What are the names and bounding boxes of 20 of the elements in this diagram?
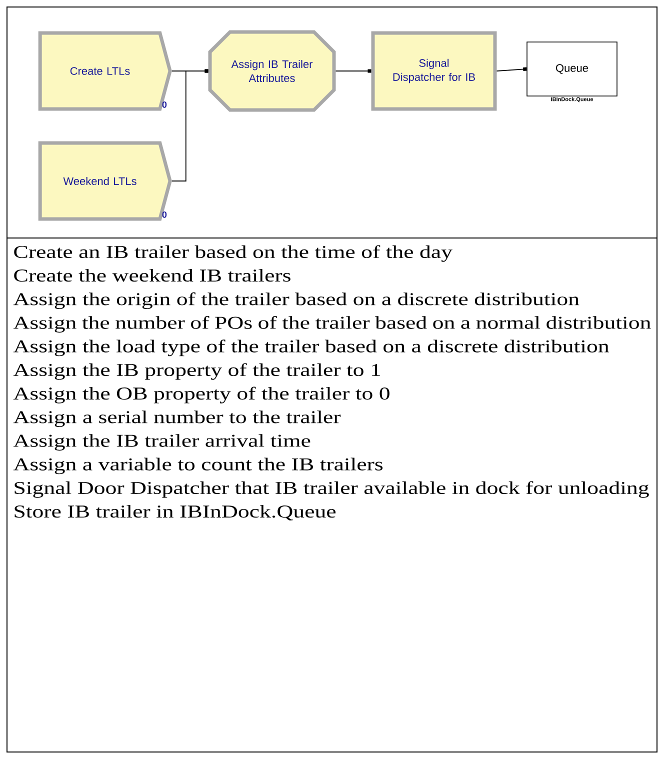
connector xyxy=(171,69,208,182)
description-text: Assign a serial number to the trailer xyxy=(13,410,341,427)
queue-module: Queue xyxy=(526,42,618,96)
description-text: Create the weekend IB trailers xyxy=(14,268,290,282)
assign-module: Assign IB Trailer Attributes xyxy=(208,30,336,112)
description-text: Assign the IB trailer arrival time xyxy=(13,434,310,451)
description-text: Store IB trailer in IBInDock.Queue xyxy=(14,504,336,520)
counter-value: 0 xyxy=(162,101,167,108)
description-text: Assign the number of POs of the trailer based on a normal distribution xyxy=(13,316,651,333)
description-text: Assign the load type of the trailer based on a discrete distribution xyxy=(13,340,610,356)
description-text: Assign the IB property of the trailer to 1 xyxy=(13,363,380,380)
connector xyxy=(335,69,372,73)
description-text: Signal Door Dispatcher that IB trailer available in dock for unloading xyxy=(14,481,649,498)
description-text: Create an IB trailer based on the time of the day xyxy=(14,245,452,262)
counter-value: 0 xyxy=(162,211,167,218)
description-text: Assign a variable to count the IB trailers xyxy=(13,458,382,474)
description-text: Assign the origin of the trailer based on a discrete distribution xyxy=(13,292,580,309)
connector xyxy=(496,67,527,72)
description-text: Assign the OB property of the trailer to 0 xyxy=(13,386,390,404)
signal-module: Signal Dispatcher for IB xyxy=(371,31,497,111)
